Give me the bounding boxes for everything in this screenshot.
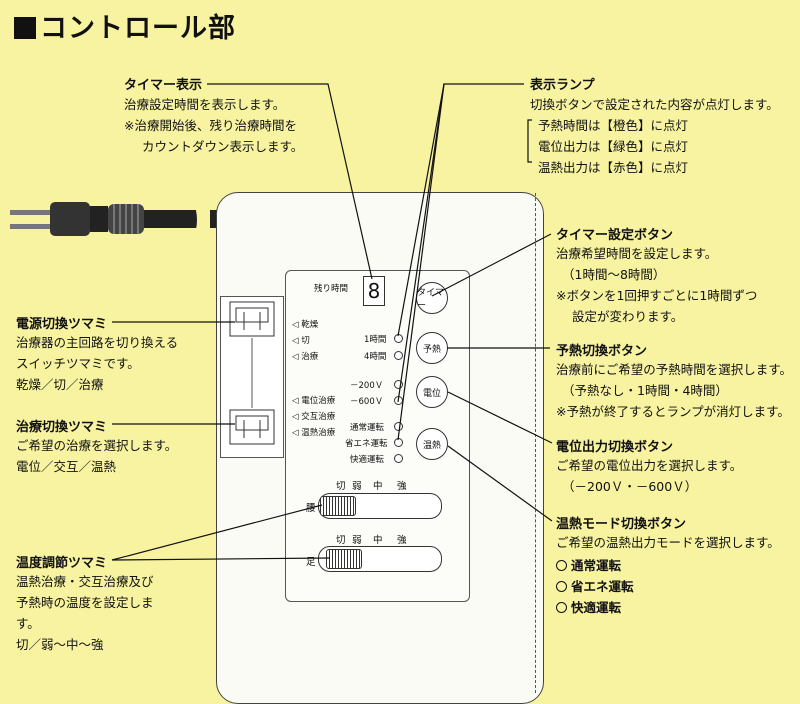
switch2-label-alternate: ◁ 交互治療	[292, 412, 336, 422]
timer-button-line-3: ※ボタンを1回押すごとに1時間ずつ	[556, 288, 758, 303]
thermal-button[interactable]: 温熱	[416, 428, 448, 460]
foot-label: 足	[306, 557, 316, 568]
preheat-button-line-1: 治療前にご希望の予熱時間を選択します。	[556, 362, 793, 377]
voltage-button-heading: 電位出力切換ボタン	[556, 440, 674, 455]
power-switch-heading: 電源切換ツマミ	[16, 317, 108, 332]
page-title: コントロール部	[14, 6, 236, 45]
led-label-600v: －600Ｖ	[350, 397, 384, 407]
scale-strong-1: 強	[397, 481, 407, 492]
timer-digit-display: 8	[363, 276, 385, 306]
treatment-switch-line-1: ご希望の治療を選択します。	[16, 438, 178, 453]
switch2-label-voltage: ◁ 電位治療	[292, 396, 336, 406]
timer-display-heading: タイマー表示	[124, 78, 203, 93]
led-label-200v: －200Ｖ	[350, 381, 384, 391]
temp-knob-line-1: 温熱治療・交互治療及び	[16, 574, 154, 589]
timer-button-heading: タイマー設定ボタン	[556, 228, 674, 243]
switch2-label-thermal: ◁ 温熱治療	[292, 428, 336, 438]
scale-weak-2: 弱	[352, 535, 362, 546]
timer-display-line-2: ※治療開始後、残り治療時間を	[124, 118, 297, 133]
power-switch-line-2: スイッチツマミです。	[16, 356, 140, 371]
rotary-knobs-illustration	[229, 301, 275, 445]
circle-icon	[556, 602, 567, 613]
lamp-line-1: 切換ボタンで設定された内容が点灯します。	[530, 97, 779, 112]
temp-knob-line-4: 切／弱～中～強	[16, 637, 104, 652]
voltage-button[interactable]: 電位	[416, 376, 448, 408]
lamp-line-2: 予熱時間は【橙色】に点灯	[538, 118, 689, 133]
switch1-label-off: ◁ 切	[292, 336, 310, 346]
temp-knob-heading: 温度調節ツマミ	[16, 556, 108, 571]
thermal-mode-normal: 通常運転	[556, 555, 621, 576]
thermal-mode-comfort: 快適運転	[556, 597, 621, 618]
thermal-button-line-1: ご希望の温熱出力モードを選択します。	[556, 535, 780, 550]
thermal-button-heading: 温熱モード切換ボタン	[556, 517, 687, 532]
led-label-1h: 1時間	[364, 335, 387, 345]
lamp-line-3: 電位出力は【緑色】に点灯	[538, 139, 689, 154]
preheat-button-heading: 予熱切換ボタン	[556, 344, 648, 359]
remaining-time-label: 残り時間	[314, 284, 349, 294]
switch1-label-treat: ◁ 治療	[292, 352, 319, 362]
power-switch-line-3: 乾燥／切／治療	[16, 377, 104, 392]
led-label-eco: 省エネ運転	[345, 439, 388, 449]
voltage-button-line-1: ご希望の電位出力を選択します。	[556, 458, 743, 473]
foot-slider-handle[interactable]	[326, 549, 362, 569]
lamp-line-4: 温熱出力は【赤色】に点灯	[538, 160, 689, 175]
treatment-switch-heading: 治療切換ツマミ	[16, 420, 108, 435]
led-200v	[394, 380, 403, 389]
preheat-button-line-3: ※予熱が終了するとランプが消灯します。	[556, 404, 790, 419]
temp-knob-line-3: す。	[16, 616, 40, 631]
temp-knob-line-2: 予熱時の温度を設定しま	[16, 595, 154, 610]
led-label-4h: 4時間	[364, 352, 387, 362]
scale-mid-1: 中	[373, 481, 383, 492]
scale-off-1: 切	[336, 481, 346, 492]
lamp-heading: 表示ランプ	[530, 78, 595, 93]
timer-button-line-1: 治療希望時間を設定します。	[556, 246, 718, 261]
preheat-button[interactable]: 予熱	[416, 332, 448, 364]
power-switch-line-1: 治療器の主回路を切り換える	[16, 335, 179, 350]
scale-strong-2: 強	[397, 535, 407, 546]
led-label-normal: 通常運転	[350, 423, 385, 433]
scale-mid-2: 中	[373, 535, 383, 546]
scale-weak-1: 弱	[352, 481, 362, 492]
timer-display-line-3: カウントダウン表示します。	[142, 139, 304, 154]
preheat-button-line-2: （予熱なし・1時間・4時間）	[562, 383, 728, 398]
led-4h	[394, 351, 403, 360]
circle-icon	[556, 560, 567, 571]
led-comfort	[394, 454, 403, 463]
device-edge-dashes	[535, 193, 551, 693]
circle-icon	[556, 581, 567, 592]
timer-button-line-4: 設定が変わります。	[572, 309, 684, 324]
scale-off-2: 切	[336, 535, 346, 546]
thermal-mode-eco: 省エネ運転	[556, 576, 634, 597]
voltage-button-line-2: （－200Ｖ・－600Ｖ）	[562, 479, 698, 494]
timer-display-line-1: 治療設定時間を表示します。	[124, 97, 286, 112]
timer-button-line-2: （1時間～8時間）	[562, 267, 666, 282]
led-normal	[394, 422, 403, 431]
switch1-label-dry: ◁ 乾燥	[292, 320, 319, 330]
led-label-comfort: 快適運転	[350, 455, 385, 465]
treatment-switch-line-2: 電位／交互／温熱	[16, 459, 117, 474]
bullet-square-icon	[14, 17, 36, 39]
